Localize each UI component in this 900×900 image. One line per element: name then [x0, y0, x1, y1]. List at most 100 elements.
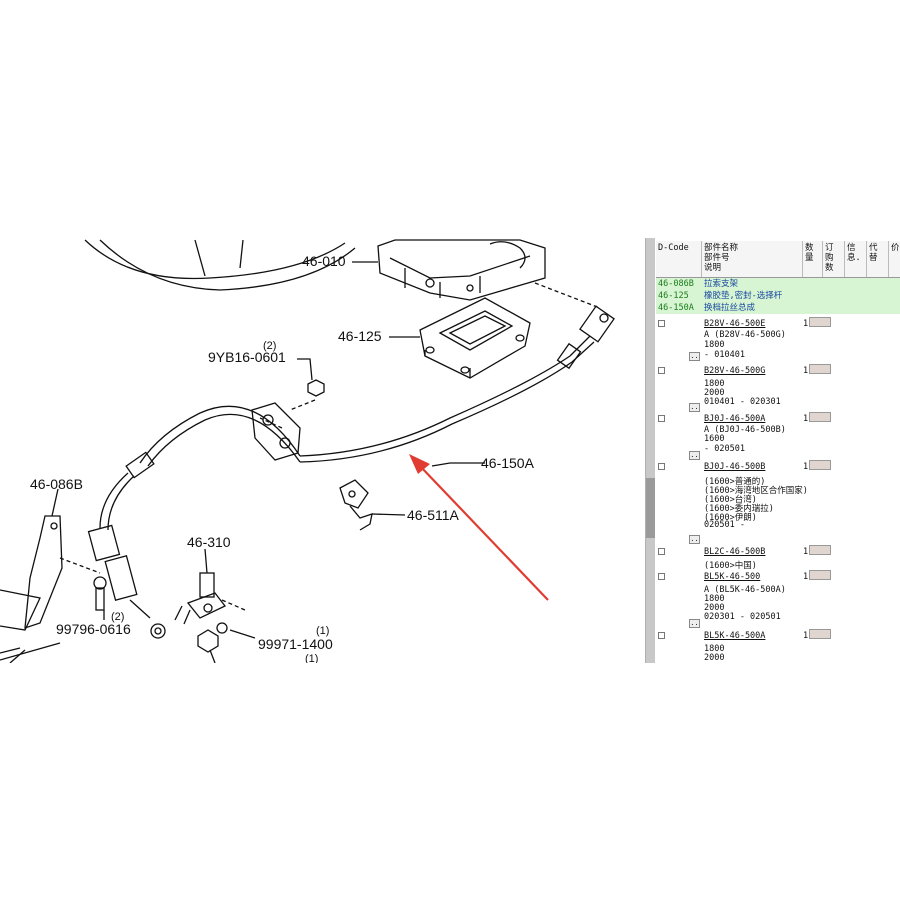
order-qty-input[interactable]	[809, 317, 831, 327]
label-99796-0616: 99796-0616	[56, 621, 131, 637]
category-name: 橡胶垫,密封-选择杆	[704, 291, 783, 301]
part-note: (1600>台湾)	[704, 495, 757, 505]
qty-9yb16: (2)	[263, 340, 276, 352]
label-99971-1400: 99971-1400	[258, 636, 333, 652]
select-checkbox[interactable]	[658, 573, 665, 580]
part-number[interactable]: BL5K-46-500	[704, 572, 761, 582]
part-qty: 1	[803, 414, 809, 424]
label-46-511a: 46-511A	[407, 507, 460, 523]
part-note: 020301 - 020501	[704, 612, 781, 622]
category-code: 46-150A	[658, 303, 694, 313]
leader-lines	[51, 261, 485, 639]
cable-bracket	[0, 515, 63, 663]
category-name: 拉索支架	[704, 279, 739, 289]
nut-and-washer	[197, 622, 228, 663]
order-qty-input[interactable]	[809, 570, 831, 580]
select-checkbox[interactable]	[658, 320, 665, 327]
part-note: (1600>伊朗)	[704, 513, 757, 523]
housing-outline	[84, 239, 346, 280]
details-button[interactable]: ..	[689, 451, 700, 460]
category-row[interactable]: 46-150A 换档拉丝总成	[656, 302, 900, 314]
label-46-150a: 46-150A	[481, 455, 535, 471]
category-code: 46-125	[658, 291, 689, 301]
category-row[interactable]: 46-125 橡胶垫,密封-选择杆	[656, 290, 900, 302]
shift-cable	[87, 305, 615, 639]
order-qty-input[interactable]	[809, 460, 831, 470]
part-qty: 1	[803, 631, 809, 641]
part-number[interactable]: B28V-46-500G	[704, 366, 766, 376]
part-note: (1600>委内瑞拉)	[704, 504, 774, 514]
scrollbar-thumb[interactable]	[646, 478, 655, 538]
shift-lever-clip	[174, 572, 227, 625]
rubber-seal	[419, 297, 531, 379]
select-checkbox[interactable]	[658, 463, 665, 470]
housing-outline	[99, 239, 356, 291]
part-number[interactable]: BL5K-46-500A	[704, 631, 766, 641]
part-note: 2000	[704, 388, 725, 398]
bolt	[93, 576, 107, 611]
part-number[interactable]: BL2C-46-500B	[704, 547, 766, 557]
table-header: D-Code 部件名称 部件号 说明 数 量 订 购 数 信 息. 代 替 价	[656, 241, 900, 278]
order-qty-input[interactable]	[809, 629, 831, 639]
housing-outline	[194, 239, 206, 277]
part-number[interactable]: BJ0J-46-500A	[704, 414, 766, 424]
label-46-310: 46-310	[187, 534, 231, 550]
part-number[interactable]: BJ0J-46-500B	[704, 462, 766, 472]
part-note: 1800	[704, 340, 725, 350]
part-note: 1800	[704, 379, 725, 389]
part-note: (1600>中国)	[704, 561, 757, 571]
part-note: 020501 -	[704, 520, 745, 530]
edge-line	[0, 642, 61, 661]
vertical-scrollbar[interactable]	[646, 238, 655, 663]
select-checkbox[interactable]	[658, 415, 665, 422]
header-part-name[interactable]: 部件名称 部件号 说明	[702, 241, 803, 277]
header-qty[interactable]: 数 量	[803, 241, 823, 277]
guide-lines	[59, 282, 601, 611]
part-note: - 010401	[704, 350, 745, 360]
part-note: A (BL5K-46-500A)	[704, 585, 786, 595]
housing-outline	[239, 239, 244, 269]
red-arrow	[409, 454, 549, 601]
part-note: 1800	[704, 594, 725, 604]
details-button[interactable]: ..	[689, 352, 700, 361]
part-note: A (BJ0J-46-500B)	[704, 425, 786, 435]
select-checkbox[interactable]	[658, 367, 665, 374]
part-qty: 1	[803, 572, 809, 582]
category-name: 换档拉丝总成	[704, 303, 756, 313]
details-button[interactable]: ..	[689, 403, 700, 412]
label-46-086b: 46-086B	[30, 476, 83, 492]
label-46-125: 46-125	[338, 328, 382, 344]
qty-99971-2: (1)	[305, 653, 318, 663]
part-note: A (B28V-46-500G)	[704, 330, 786, 340]
part-note: 1800	[704, 644, 725, 654]
header-order[interactable]: 订 购 数	[823, 241, 845, 277]
part-qty: 1	[803, 547, 809, 557]
small-nut	[307, 379, 325, 397]
part-note: (1600>普通的)	[704, 477, 766, 487]
select-checkbox[interactable]	[658, 548, 665, 555]
part-note: (1600>海湾地区合作国家)	[704, 486, 808, 496]
order-qty-input[interactable]	[809, 545, 831, 555]
category-row[interactable]: 46-086B 拉索支架	[656, 278, 900, 290]
details-button[interactable]: ..	[689, 619, 700, 628]
category-code: 46-086B	[658, 279, 694, 289]
qty-99796: (2)	[111, 611, 124, 623]
order-qty-input[interactable]	[809, 364, 831, 374]
part-note: - 020501	[704, 444, 745, 454]
details-button[interactable]: ..	[689, 535, 700, 544]
header-price[interactable]: 价	[889, 241, 900, 277]
order-qty-input[interactable]	[809, 412, 831, 422]
part-number[interactable]: B28V-46-500E	[704, 319, 766, 329]
part-qty: 1	[803, 366, 809, 376]
select-checkbox[interactable]	[658, 632, 665, 639]
part-note: 2000	[704, 653, 725, 663]
label-46-010: 46-010	[302, 253, 346, 269]
cable-clip	[339, 479, 373, 531]
header-info[interactable]: 信 息.	[845, 241, 867, 277]
header-dcode[interactable]: D-Code	[656, 241, 702, 277]
part-qty: 1	[803, 319, 809, 329]
qty-99971: (1)	[316, 625, 329, 637]
header-replace[interactable]: 代 替	[867, 241, 889, 277]
part-note: 1600	[704, 434, 725, 444]
part-note: 2000	[704, 603, 725, 613]
